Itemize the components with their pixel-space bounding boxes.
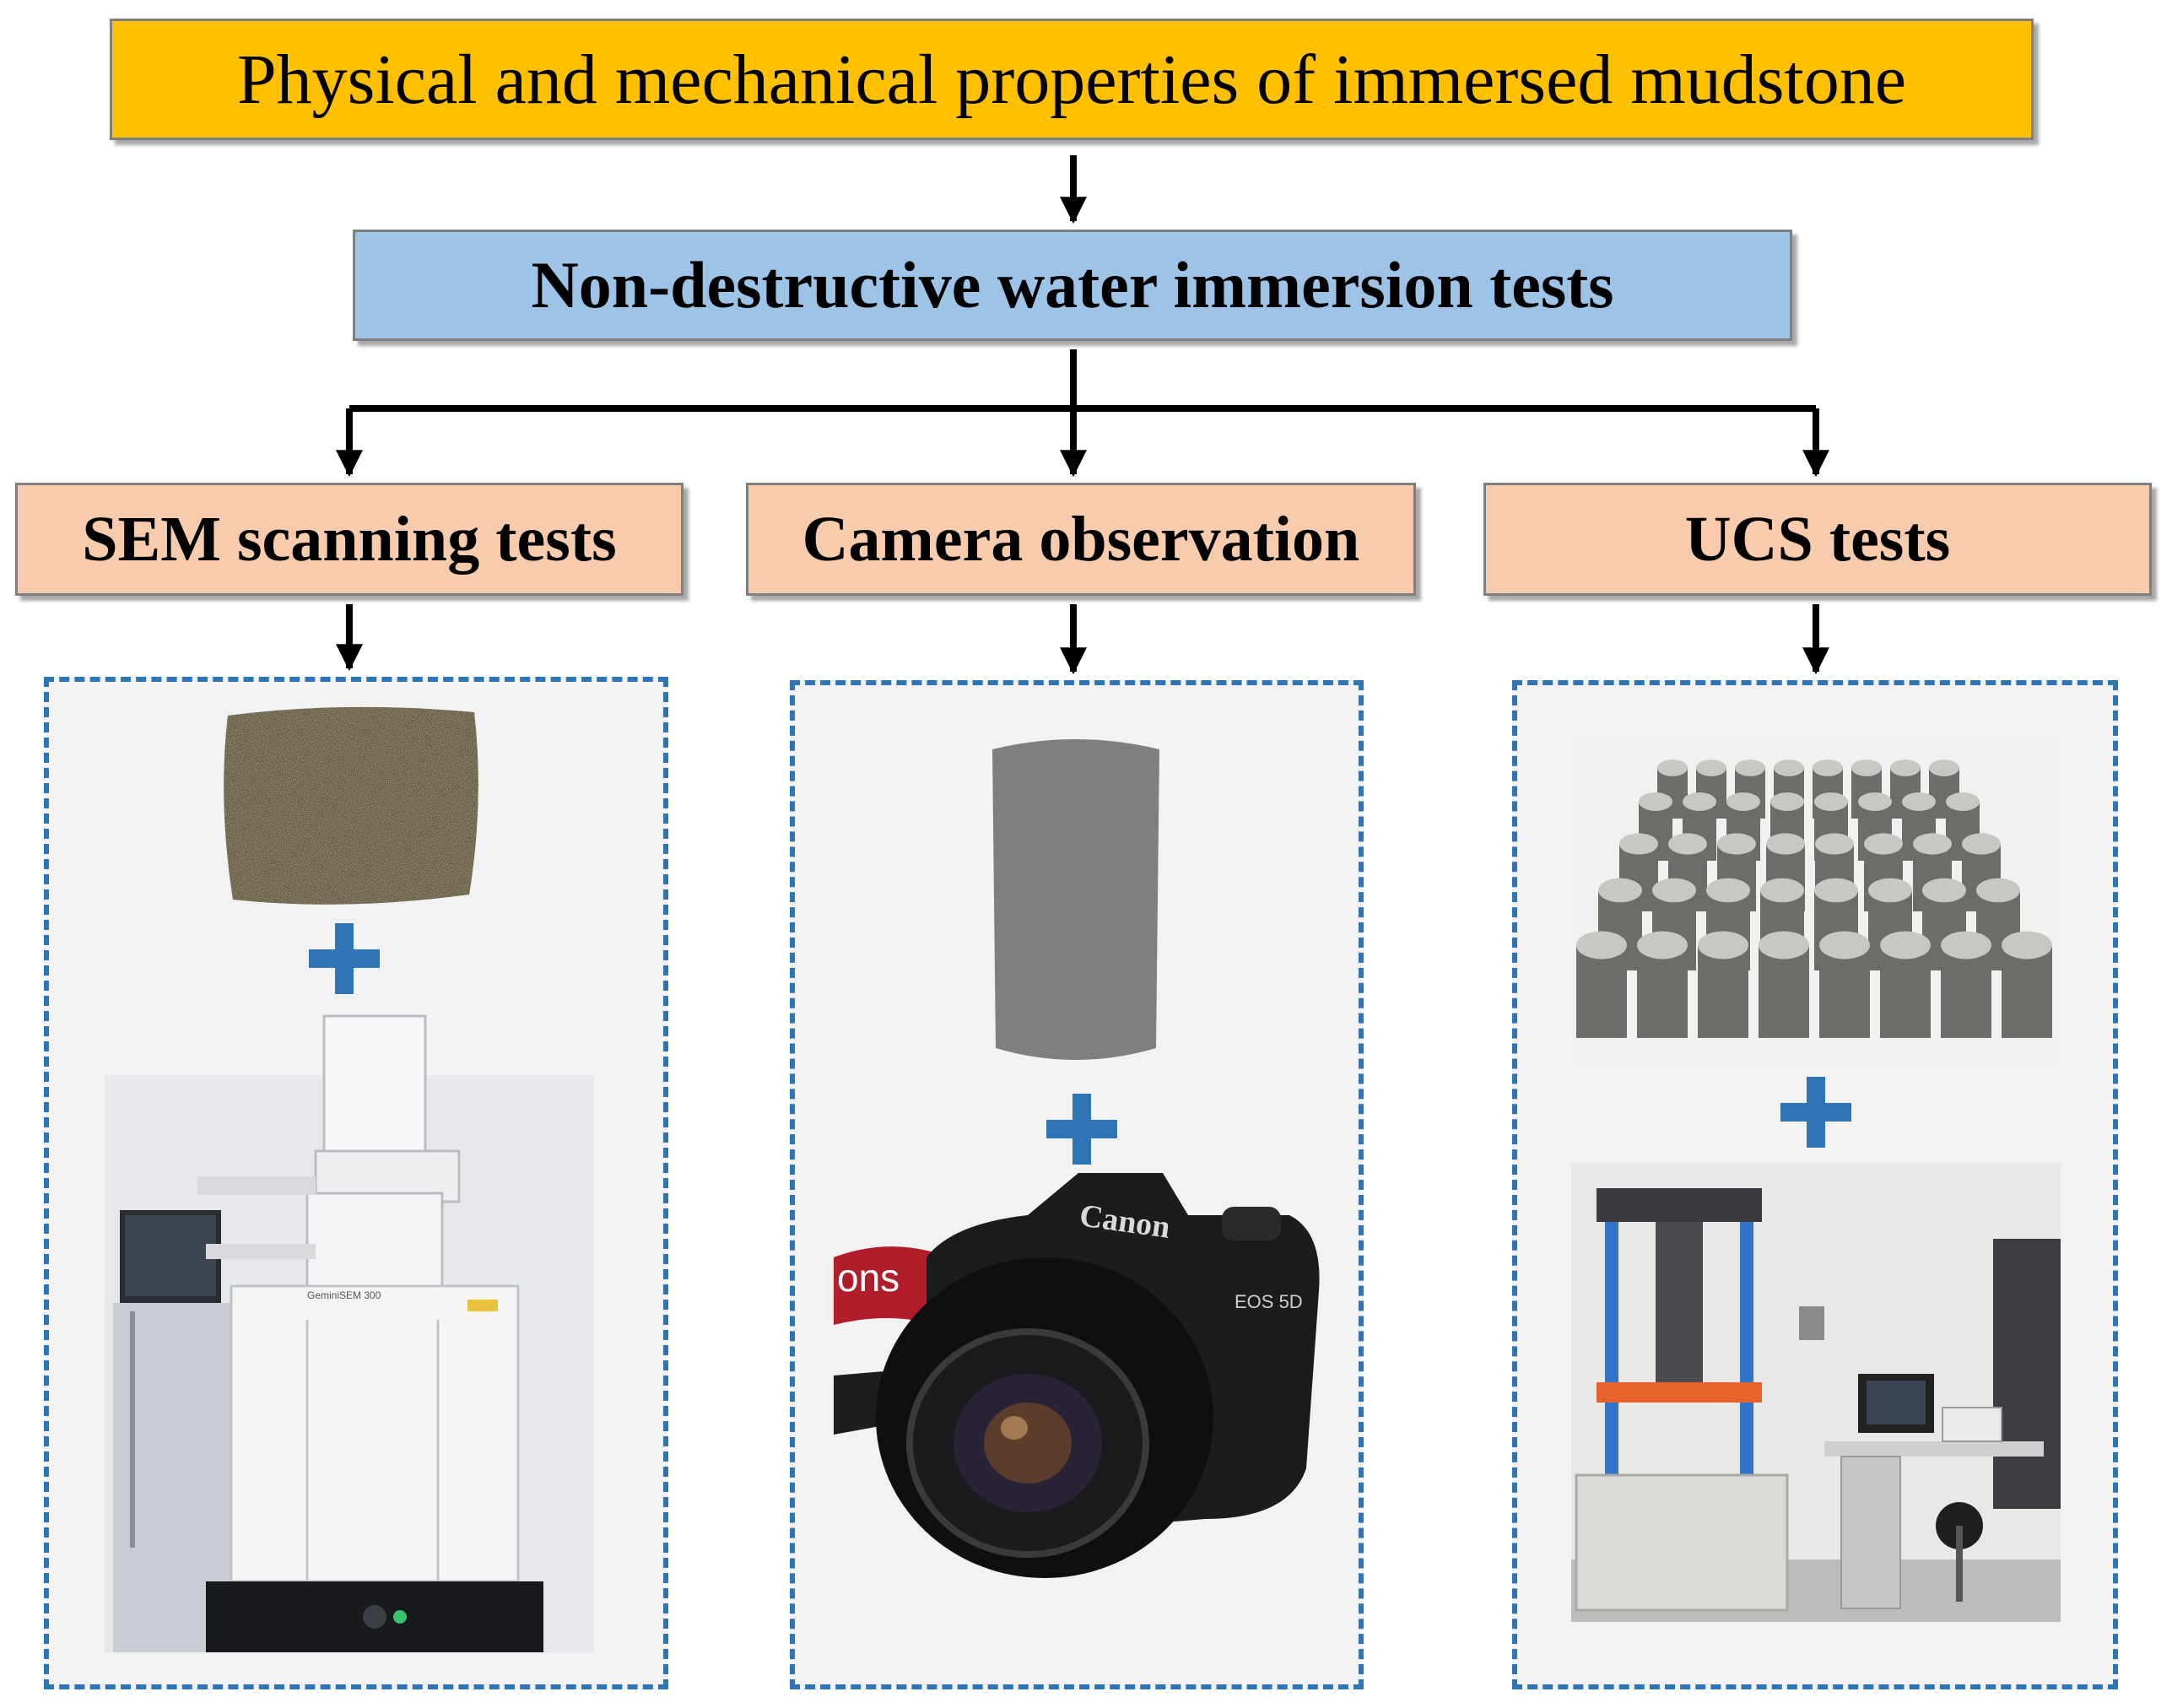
specimen-top — [1652, 878, 1696, 903]
specimen-top — [1726, 792, 1760, 811]
specimen-top — [1868, 878, 1912, 903]
title-box: Physical and mechanical properties of im… — [110, 19, 2034, 140]
specimen-top — [1717, 833, 1756, 855]
branch-label-ucs: UCS tests — [1684, 503, 1951, 575]
specimen-cylinder — [1941, 945, 1991, 1038]
specimen-top — [1698, 931, 1748, 959]
specimen-top — [1735, 759, 1765, 776]
specimen-top — [1922, 878, 1966, 903]
specimen-top — [1706, 878, 1750, 903]
specimen-cylinder — [1819, 945, 1870, 1038]
sem-instrument-photo: GeminiSEM 300 — [105, 999, 594, 1652]
specimen-top — [1946, 792, 1980, 811]
specimen-top — [1864, 833, 1903, 855]
specimen-top — [1770, 792, 1804, 811]
plus-icon-ucs — [1780, 1077, 1851, 1148]
branch-box-sem: SEM scanning tests — [15, 483, 683, 596]
specimen-top — [1851, 759, 1882, 776]
specimen-top — [1619, 833, 1658, 855]
branch-label-camera: Camera observation — [802, 503, 1360, 575]
specimen-top — [1890, 759, 1921, 776]
specimen-cylinder — [1576, 945, 1627, 1038]
specimen-top — [1929, 759, 1959, 776]
specimen-cylinder — [2002, 945, 2052, 1038]
specimen-cylinder — [1759, 945, 1809, 1038]
specimen-top — [1813, 759, 1843, 776]
camera-photo: ons Canon EOS 5D — [834, 1173, 1320, 1578]
specimen-top — [1858, 792, 1892, 811]
specimen-top — [1683, 792, 1716, 811]
specimen-top — [2002, 931, 2052, 959]
specimen-top — [1976, 878, 2020, 903]
method-box: Non-destructive water immersion tests — [353, 230, 1792, 341]
specimen-top — [1696, 759, 1726, 776]
specimen-top — [1880, 931, 1931, 959]
specimen-cylinder — [1637, 945, 1688, 1038]
specimen-top — [1774, 759, 1804, 776]
specimen-top — [1668, 833, 1707, 855]
specimen-top — [1766, 833, 1805, 855]
specimen-top — [1962, 833, 2001, 855]
sem-instrument-label: GeminiSEM 300 — [307, 1289, 381, 1301]
specimen-cylinder — [1880, 945, 1931, 1038]
specimen-top — [1637, 931, 1688, 959]
branch-box-camera: Camera observation — [746, 483, 1416, 596]
specimen-top — [1639, 792, 1672, 811]
cylinder-specimen-photo — [992, 739, 1159, 1060]
plus-icon-camera — [1046, 1094, 1117, 1165]
testing-machine-photo — [1571, 1163, 2061, 1622]
specimen-top — [1902, 792, 1936, 811]
specimen-top — [1819, 931, 1870, 959]
specimen-top — [1913, 833, 1952, 855]
specimen-top — [1814, 792, 1848, 811]
specimen-top — [1815, 833, 1854, 855]
mudstone-sample-photo — [224, 706, 478, 905]
method-text: Non-destructive water immersion tests — [531, 248, 1614, 322]
specimen-top — [1657, 759, 1688, 776]
plus-icon-sem — [309, 923, 380, 994]
specimens-photo — [1571, 734, 2061, 1065]
specimen-top — [1941, 931, 1991, 959]
camera-model: EOS 5D — [1235, 1291, 1303, 1312]
branch-box-ucs: UCS tests — [1483, 483, 2152, 596]
specimen-cylinder — [1698, 945, 1748, 1038]
branch-label-sem: SEM scanning tests — [82, 503, 617, 575]
title-text: Physical and mechanical properties of im… — [236, 40, 1907, 119]
specimen-top — [1814, 878, 1858, 903]
strap-text: ons — [837, 1256, 900, 1300]
specimen-top — [1576, 931, 1627, 959]
specimen-top — [1759, 931, 1809, 959]
specimen-top — [1598, 878, 1642, 903]
specimen-top — [1760, 878, 1804, 903]
